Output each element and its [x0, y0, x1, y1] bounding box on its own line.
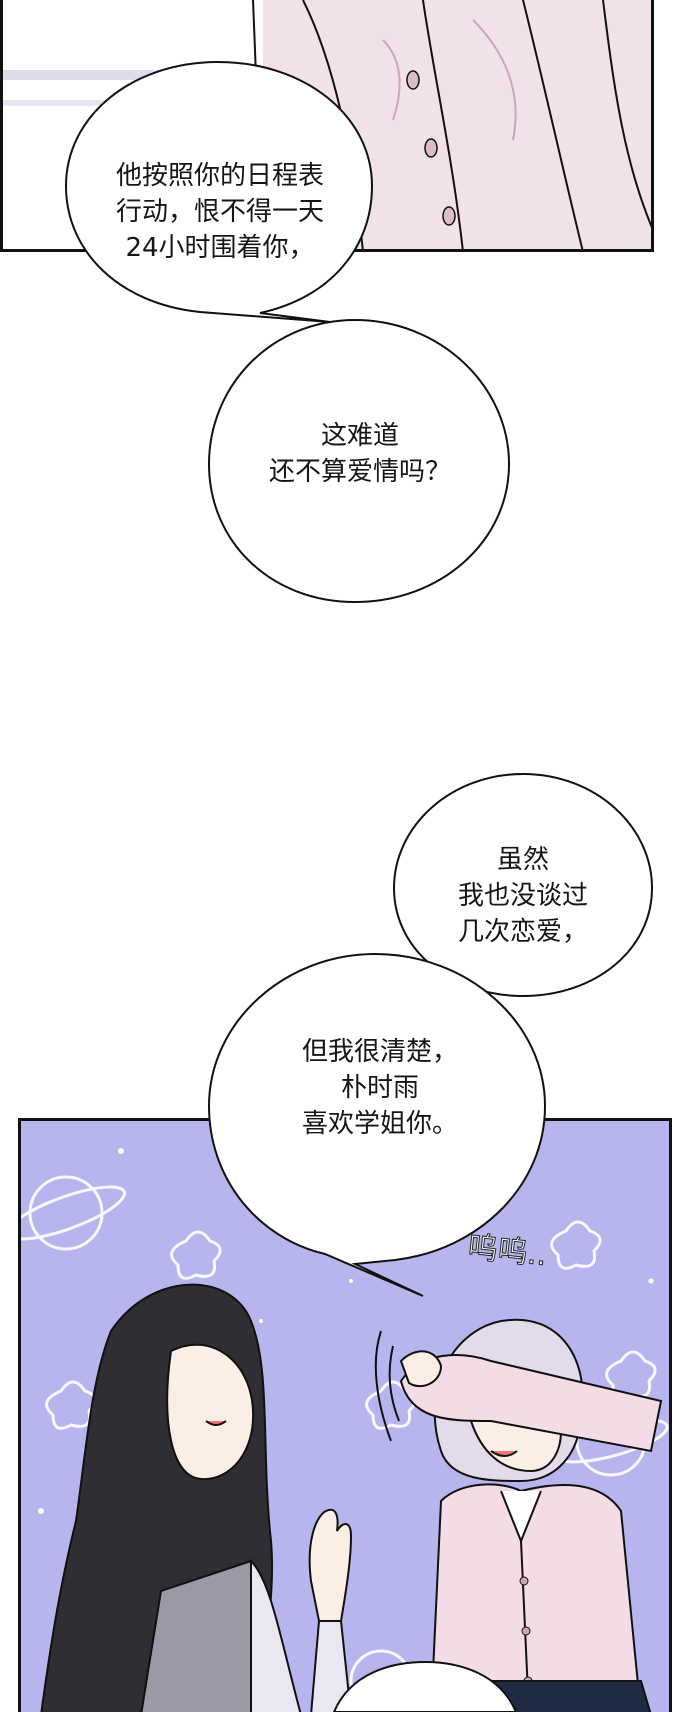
sound-effect: 呜呜..: [466, 1229, 549, 1274]
bubble-3-line-3: 几次恋爱，: [457, 917, 588, 947]
bubble-2-text: 这难道 还不算爱情吗？: [215, 418, 505, 490]
bubble-4-line-3: 喜欢学姐你。: [301, 1109, 458, 1139]
bubble-3-line-2: 我也没谈过: [457, 881, 588, 911]
speech-bubble-2: [207, 318, 511, 604]
bubble-3-line-1: 虽然: [496, 845, 549, 875]
bubble-1-line-3: 24小时围着你，: [125, 233, 315, 263]
speech-bubble-3: [392, 772, 654, 998]
bubble-3-text: 虽然 我也没谈过 几次恋爱，: [393, 842, 653, 950]
bubble-1-line-1: 他按照你的日程表: [115, 161, 324, 191]
bubble-2-line-2: 还不算爱情吗？: [268, 457, 451, 487]
speech-bubble-4: [207, 952, 547, 1297]
bubble-4-text: 但我很清楚， 朴时雨 喜欢学姐你。: [210, 1034, 550, 1142]
bubble-1-line-2: 行动，恨不得一天: [115, 197, 324, 227]
panel-art-bottom: [21, 1148, 669, 1712]
bubble-4-line-2: 朴时雨: [340, 1073, 419, 1103]
speech-bubble-partial: [332, 1660, 518, 1712]
bubble-2-line-1: 这难道: [320, 421, 399, 451]
bubble-4-line-1: 但我很清楚，: [301, 1037, 458, 1067]
bubble-1-text: 他按照你的日程表 行动，恨不得一天 24小时围着你，: [70, 158, 370, 266]
